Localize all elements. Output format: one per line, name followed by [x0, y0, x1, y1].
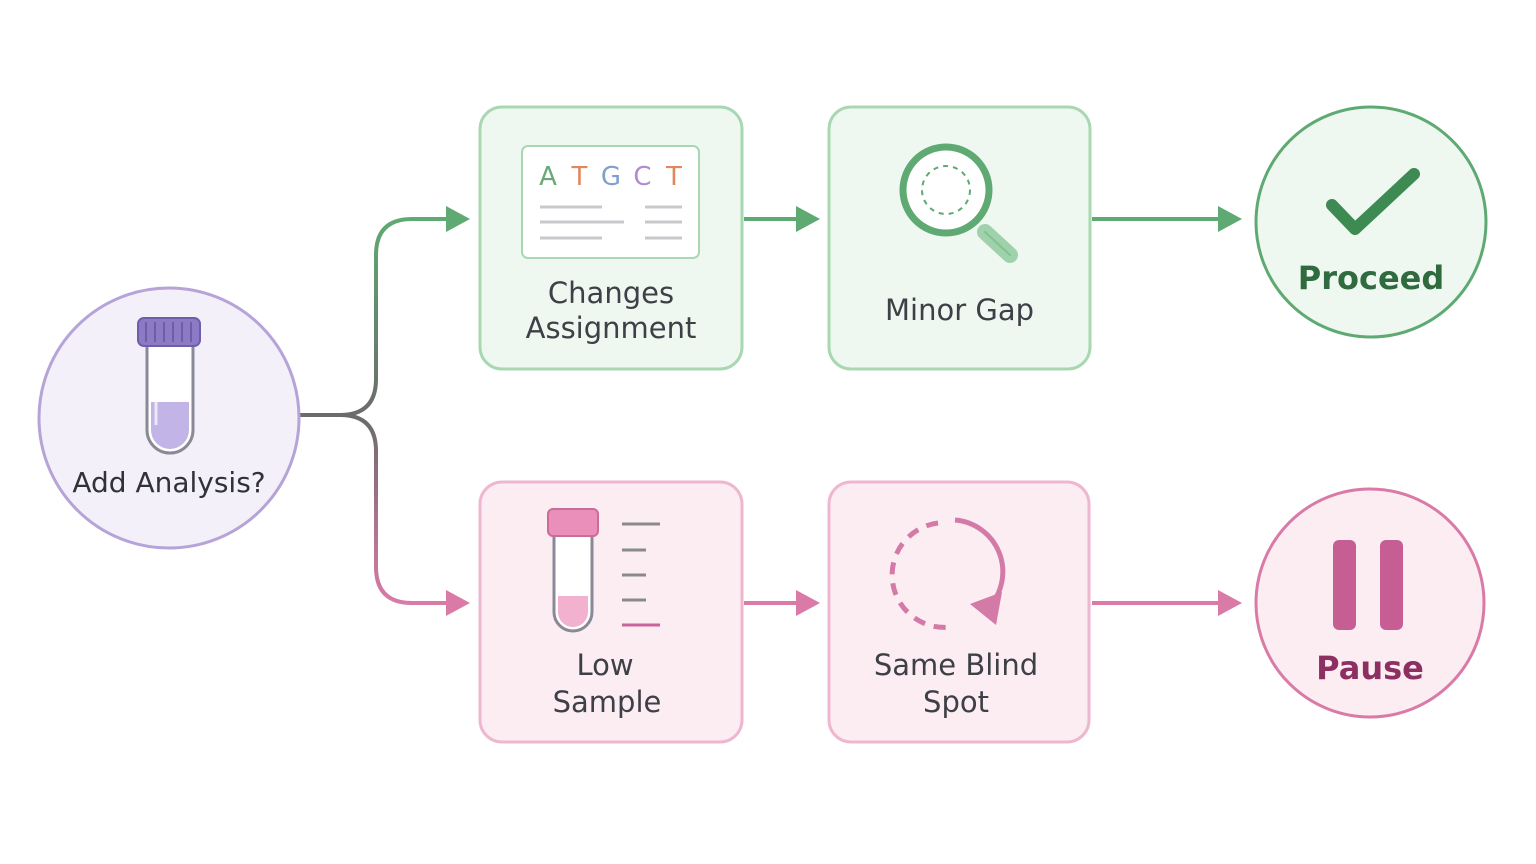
dna-letter: T: [571, 162, 588, 192]
test-tube-icon: [137, 317, 201, 455]
bottom-step2-label-line2: Spot: [923, 685, 989, 719]
branch-connectors: [298, 217, 457, 605]
bottom-step1-label-line2: Sample: [552, 685, 662, 719]
dna-letter: T: [665, 162, 682, 192]
top-step2-label: Minor Gap: [885, 293, 1034, 327]
top-step2-box: [827, 105, 1092, 371]
bottom-end-node: [1254, 487, 1486, 719]
arrowhead-to-top-step1: [446, 206, 470, 232]
dna-letter: A: [539, 162, 557, 192]
checkmark-icon: [1326, 168, 1420, 235]
bottom-step2-label-line1: Same Blind: [873, 648, 1039, 682]
arrowhead-to-bottom-step1: [446, 590, 470, 616]
top-step1-label-line1: Changes: [547, 276, 675, 310]
top-row-arrows: [744, 206, 1242, 232]
bottom-step1-label-line1: Low: [576, 648, 634, 682]
bottom-end-label: Pause: [1316, 649, 1424, 687]
bottom-row-arrows: [744, 590, 1242, 616]
dna-letter: C: [633, 162, 651, 192]
dashed-loop-icon: [889, 517, 1006, 630]
bottom-step2-box: [827, 480, 1091, 744]
branch-bottom-connector: [338, 413, 457, 605]
start-node-label: Add Analysis?: [72, 466, 266, 499]
magnifier-icon: [899, 143, 1018, 263]
branch-top-connector: [338, 217, 457, 417]
top-step1-label-line2: Assignment: [525, 311, 697, 345]
bottom-step1-box: [478, 480, 744, 744]
top-end-label: Proceed: [1297, 259, 1445, 297]
dna-letter: G: [601, 162, 621, 192]
pause-icon: [1333, 540, 1403, 630]
test-tube-scale-icon: [547, 508, 660, 633]
